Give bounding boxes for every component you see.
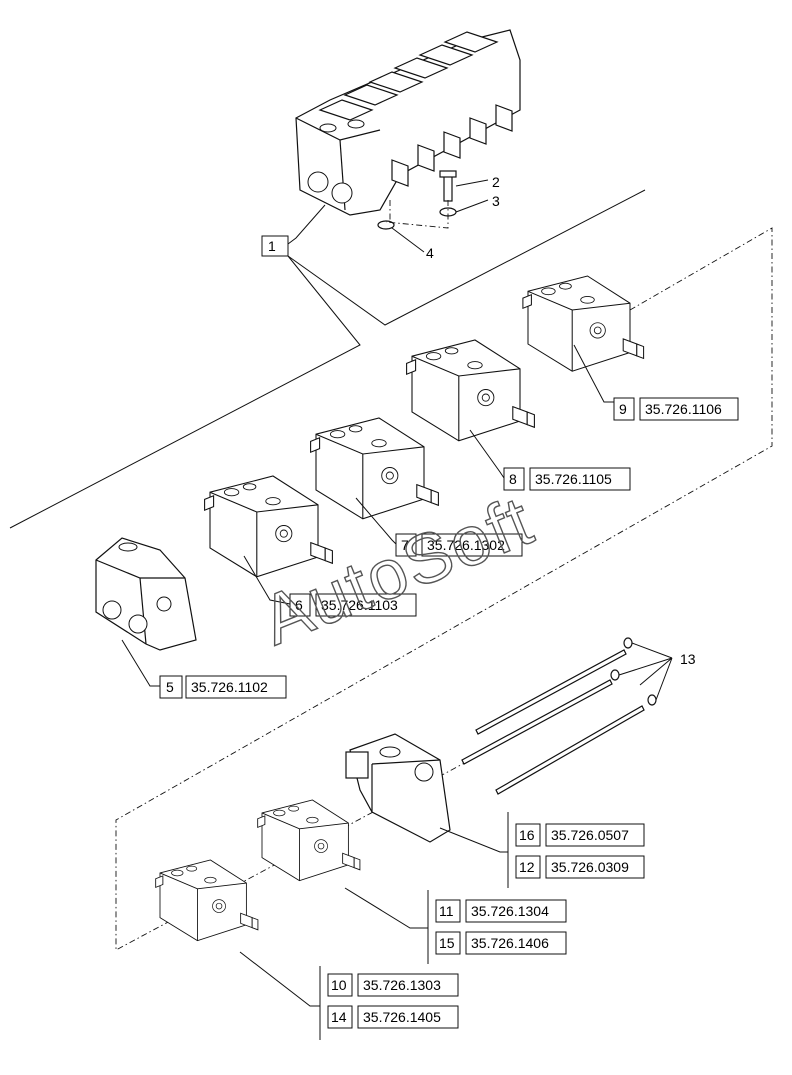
callout-number: 16 [519, 827, 535, 843]
callout-number: 15 [439, 935, 455, 951]
callout-box [435, 931, 461, 955]
part-code-box [639, 397, 739, 421]
tie-rod [461, 637, 657, 795]
part-code: 35.726.1103 [321, 597, 398, 613]
part-code: 35.726.1105 [535, 471, 612, 487]
callout-box [503, 467, 525, 491]
part-code: 35.726.0309 [551, 859, 629, 875]
part-code-box [529, 467, 631, 491]
part-code: 35.726.0507 [551, 827, 629, 843]
part-code-box [357, 973, 459, 997]
valve-section [310, 417, 439, 520]
callout-number: 6 [295, 597, 303, 613]
boundary-line [115, 227, 773, 951]
valve-section [406, 339, 535, 442]
part-code: 35.726.1406 [471, 935, 549, 951]
part-code-box [465, 899, 567, 923]
callout-number: 9 [619, 401, 627, 417]
callout-number: 14 [331, 1009, 347, 1025]
callout-box [395, 533, 417, 557]
part-code: 35.726.1102 [191, 679, 268, 695]
valve-section [522, 275, 645, 372]
end-cover [345, 733, 451, 843]
part-code: 35.726.1405 [363, 1009, 441, 1025]
part-code-box [357, 1005, 459, 1029]
part-code-box [185, 675, 287, 699]
callout-number: 7 [401, 537, 409, 553]
part-code-box [421, 533, 523, 557]
part-code-box [545, 823, 645, 847]
part-code-box [465, 931, 567, 955]
washer [377, 220, 395, 230]
callout-box [515, 855, 541, 879]
callout-number: 13 [680, 651, 696, 667]
part-code: 35.726.1304 [471, 903, 549, 919]
callout-number: 2 [492, 174, 500, 190]
part-code: 35.726.1302 [427, 537, 505, 553]
callout-number: 5 [166, 679, 174, 695]
callout-box [613, 397, 635, 421]
callout-number: 10 [331, 977, 347, 993]
callout-number: 4 [426, 245, 434, 261]
callout-number: 3 [492, 193, 500, 209]
valve-assembly [295, 29, 521, 216]
valve-section [155, 859, 259, 942]
callout-number: 12 [519, 859, 535, 875]
part-code: 35.726.1303 [363, 977, 441, 993]
callout-number: 11 [439, 903, 454, 919]
callout-box [515, 823, 541, 847]
callout-box [435, 899, 461, 923]
part-code: 35.726.1106 [645, 401, 722, 417]
callout-number: 8 [509, 471, 517, 487]
part-code-box [315, 593, 417, 617]
callout-box [289, 593, 311, 617]
callout-box [327, 1005, 353, 1029]
part-code-box [545, 855, 645, 879]
inlet-section [95, 537, 197, 651]
callout-box [159, 675, 183, 699]
callout-box [327, 973, 353, 997]
callout-box [261, 235, 289, 257]
bolt [439, 170, 457, 202]
callout-number: 1 [268, 238, 276, 254]
valve-section [257, 799, 361, 882]
